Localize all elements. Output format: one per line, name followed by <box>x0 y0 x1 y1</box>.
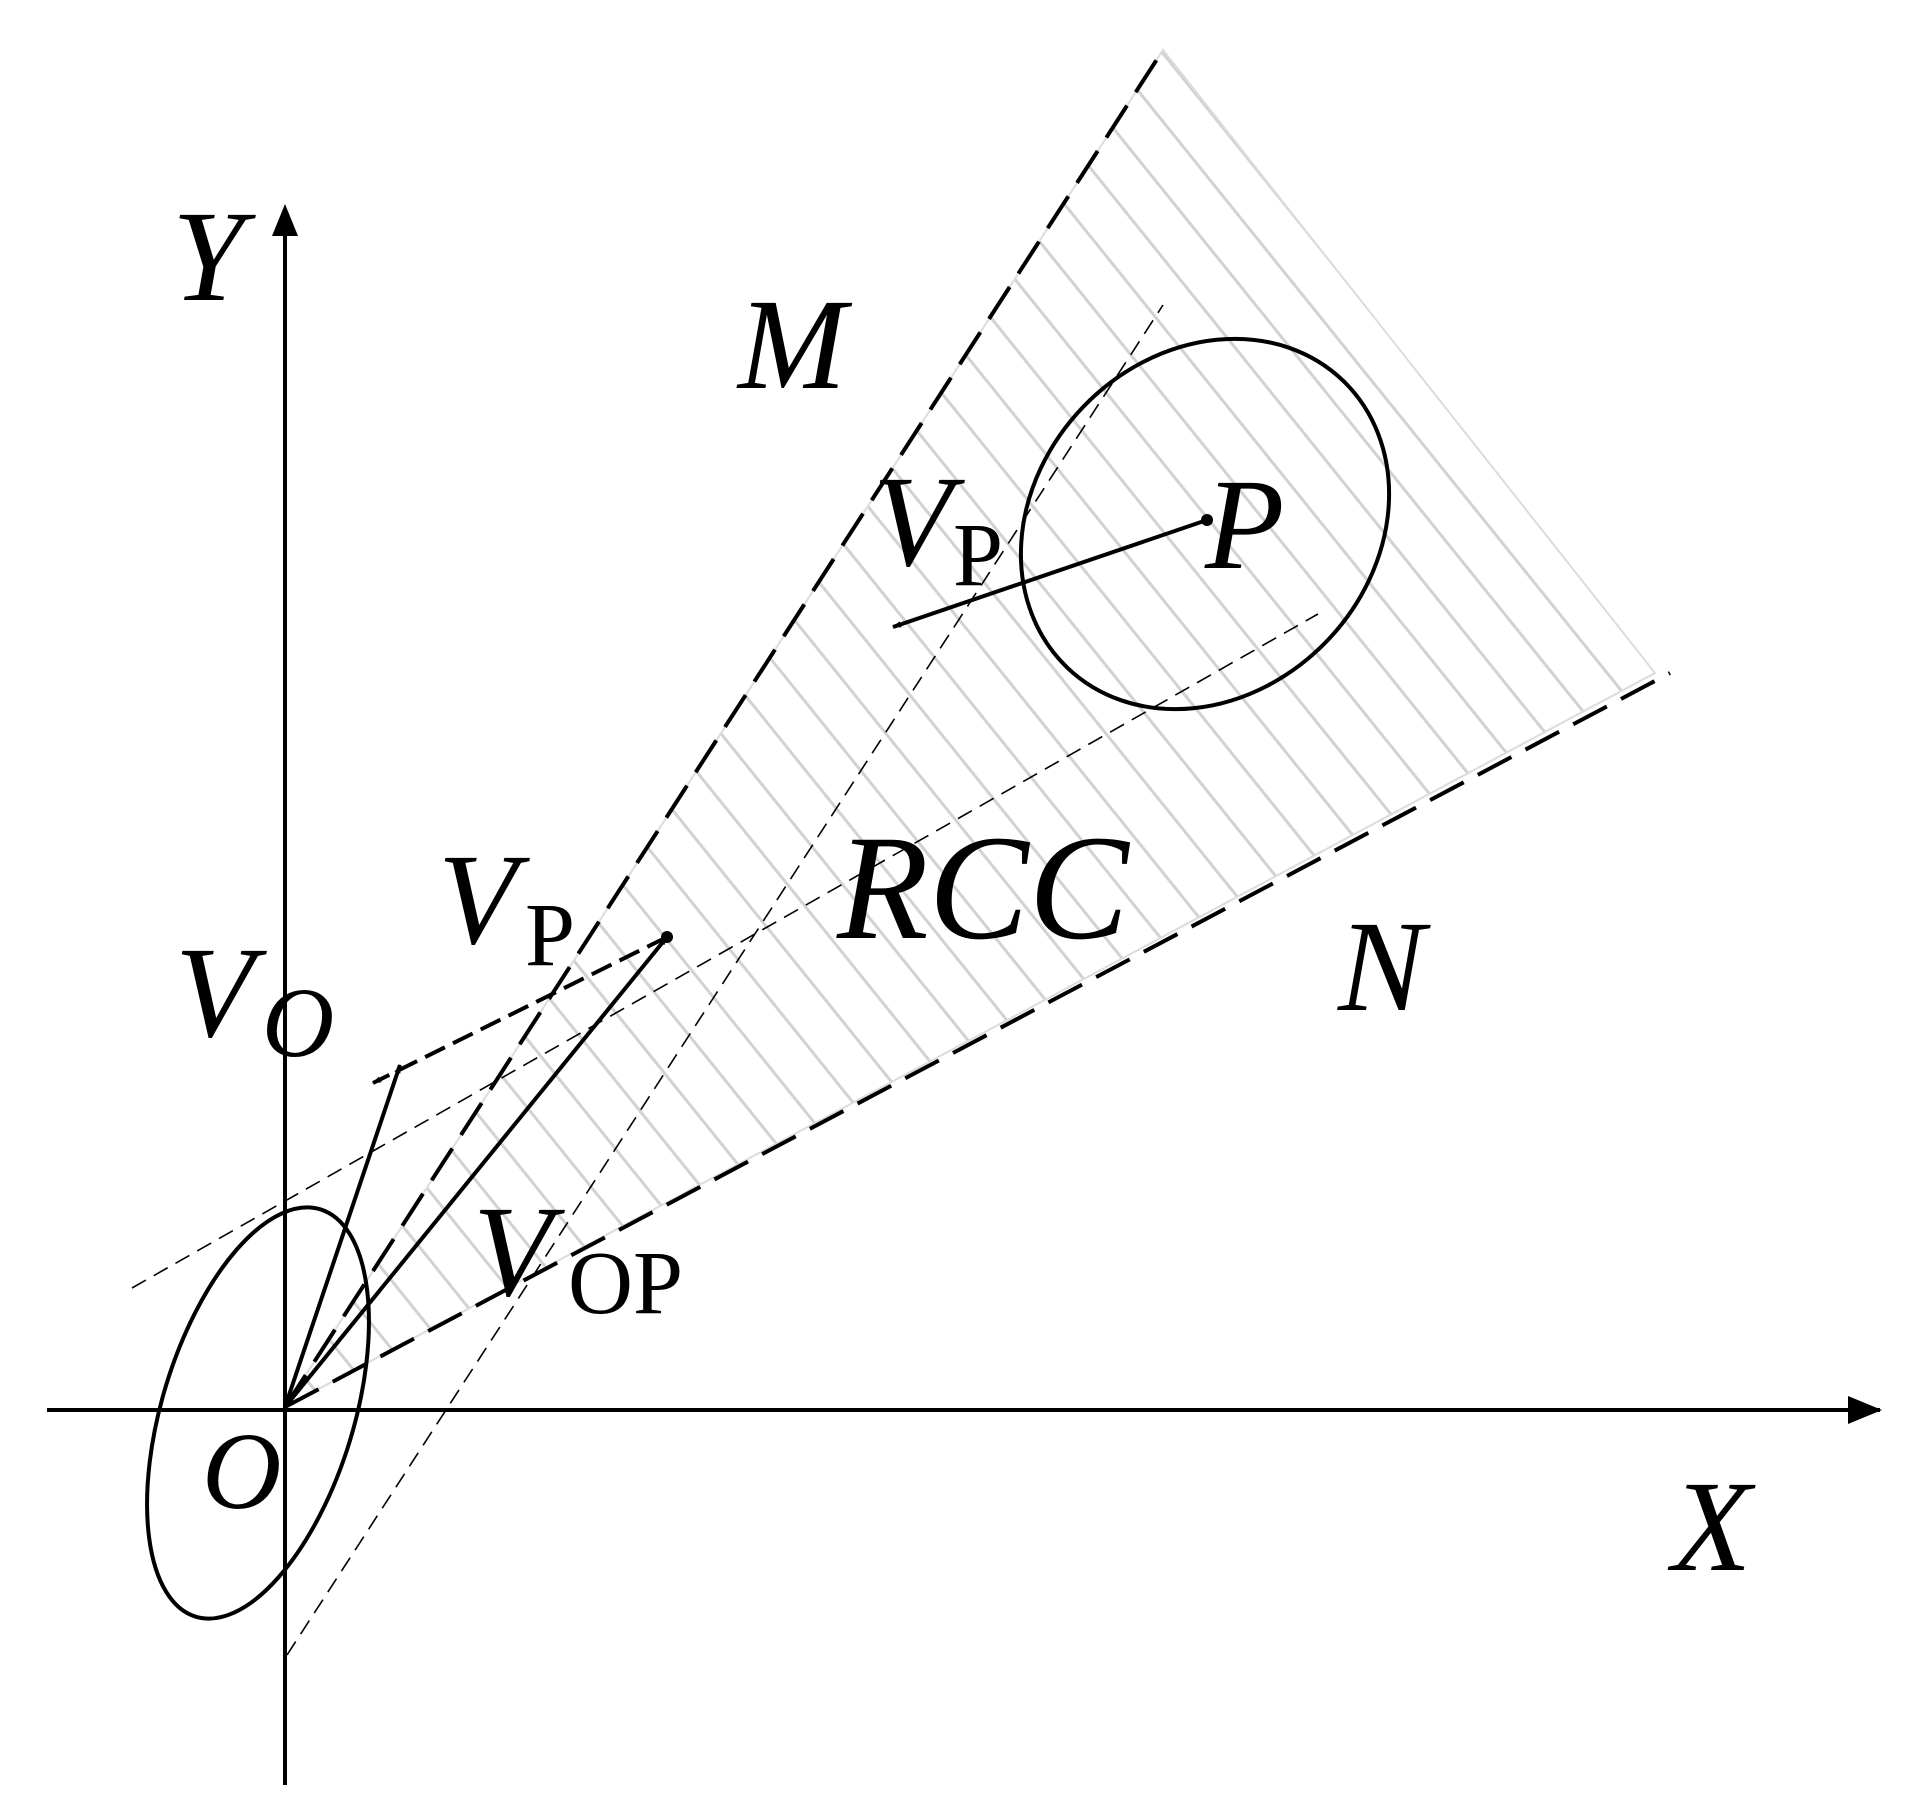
v-op-label: V OP <box>473 1180 683 1333</box>
v-p-label-translated: V P <box>438 828 575 985</box>
hatch-line <box>1008 50 1655 1407</box>
hatch-line <box>285 50 1417 1407</box>
hatch-line <box>285 50 757 1407</box>
boundary-m-label: M <box>736 273 853 417</box>
x-axis-label: X <box>1667 1455 1756 1599</box>
hatch-line <box>285 50 867 1407</box>
hatch-line <box>285 50 702 1407</box>
ellipse-p <box>1018 336 1392 712</box>
vector-v-o <box>283 1064 402 1408</box>
y-axis-arrowhead <box>272 204 298 236</box>
v-o-main: V <box>175 921 267 1065</box>
tangent-lines <box>131 304 1319 1656</box>
v-p-sub: P <box>525 886 575 985</box>
vector-v-op <box>283 935 669 1409</box>
hatch-line <box>1063 50 1655 1407</box>
hatch-line <box>285 50 1527 1407</box>
v-o-sub: O <box>262 967 334 1078</box>
point-p-dot <box>1201 514 1213 526</box>
hatch-line <box>1228 50 1655 1407</box>
vector-v-p-translated <box>372 935 668 1085</box>
point-v-op-tip <box>661 931 673 943</box>
origin-label: O <box>202 1410 281 1532</box>
ellipse-o <box>145 1205 371 1621</box>
hatch-line <box>1118 50 1655 1407</box>
x-axis-arrowhead <box>1848 1396 1882 1424</box>
boundary-n-label: N <box>1337 895 1431 1039</box>
vector-v-p-at-p <box>892 518 1208 629</box>
v-p-sub: P <box>953 506 1003 605</box>
v-p-main: V <box>873 450 965 594</box>
v-o-label: V O <box>175 921 334 1078</box>
coordinate-axes <box>47 204 1882 1785</box>
v-op-main: V <box>473 1180 565 1324</box>
hatch-line <box>1173 50 1655 1407</box>
y-axis-label: Y <box>172 185 256 329</box>
v-op-sub: OP <box>568 1234 683 1333</box>
point-p-label: P <box>1204 453 1284 597</box>
hatch-line <box>403 50 1655 1407</box>
boundary-line-n <box>284 671 1671 1409</box>
v-p-label-at-p: V P <box>873 450 1003 605</box>
rcc-label: RCC <box>836 805 1131 971</box>
hatch-line <box>285 50 1362 1407</box>
hatch-line <box>0 0 150 1797</box>
hatch-line <box>953 50 1655 1407</box>
v-p-main: V <box>438 828 530 972</box>
hatch-line <box>285 50 1472 1407</box>
